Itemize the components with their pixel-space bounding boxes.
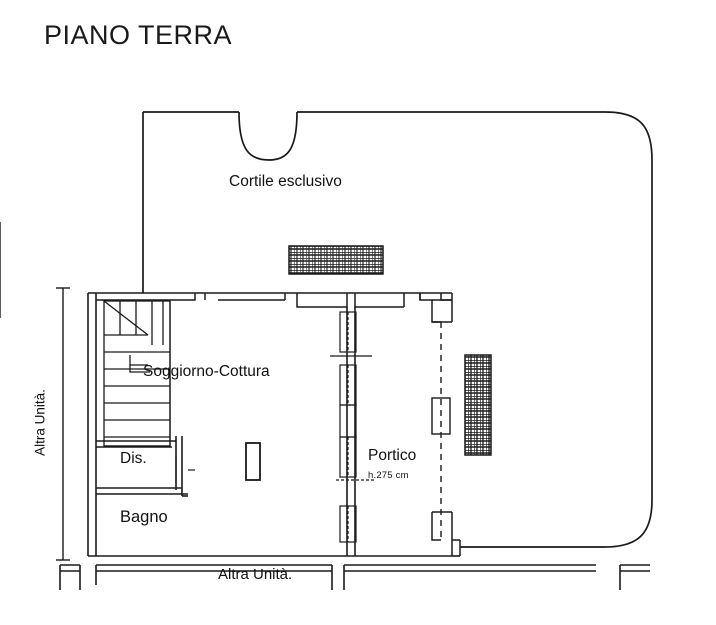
interior-partition-walls — [96, 436, 188, 497]
window-openings-right-wall — [339, 311, 357, 543]
house-outer-walls — [87, 292, 452, 557]
room-label-dis: Dis. — [120, 450, 147, 467]
annotation-altra-unita-left: Altra Unità. — [32, 389, 48, 456]
portico-structure-bottom — [431, 511, 461, 556]
page-title: PIANO TERRA — [44, 20, 233, 50]
room-label-soggiorno: Soggiorno-Cottura — [143, 363, 270, 380]
left-boundary-line — [56, 287, 70, 561]
room-label-portico: Portico — [368, 447, 417, 464]
bottom-boundary-walls — [59, 564, 650, 590]
courtyard-grate-top — [288, 245, 384, 275]
wall-tick-marks — [330, 355, 374, 481]
portico-height-annotation: h.275 cm — [368, 470, 409, 481]
portico-structure-top — [419, 293, 453, 323]
room-label-bagno: Bagno — [120, 508, 168, 526]
living-room-right-wall — [346, 307, 356, 556]
portico-grate-right — [464, 354, 492, 456]
top-wall-detail — [96, 293, 452, 323]
door-swing-dis — [175, 455, 195, 483]
room-label-cortile: Cortile esclusivo — [229, 173, 342, 190]
annotation-altra-unita-bottom: Altra Unità. — [218, 566, 293, 583]
staircase — [103, 300, 171, 447]
portico-pillar-mid — [431, 397, 451, 435]
site-boundary-outline — [142, 111, 653, 548]
living-room-column — [245, 442, 261, 481]
